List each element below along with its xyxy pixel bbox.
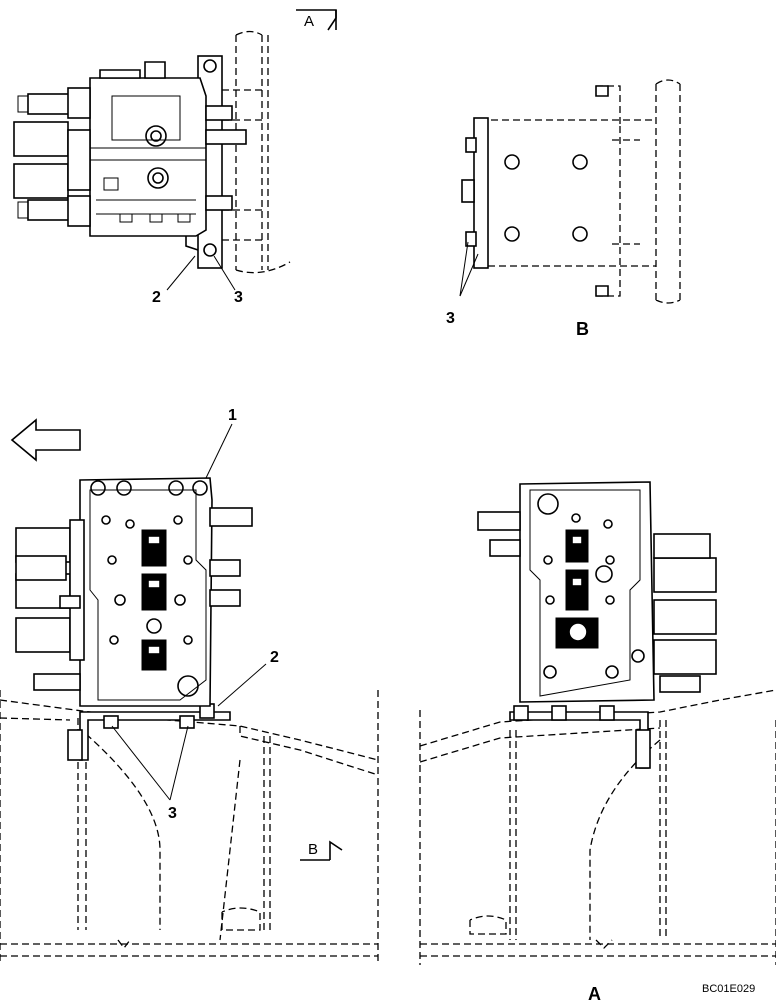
label-2-bottom: 2 (270, 649, 279, 666)
label-1: 1 (228, 407, 237, 424)
section-arrow-icon (300, 840, 343, 861)
label-2: 2 (152, 289, 161, 306)
bottom-left-valve-view: 1 2 3 B (0, 407, 379, 965)
label-3-bottom: 3 (168, 805, 177, 822)
view-b-title: B (576, 319, 589, 339)
section-label-B: B (308, 841, 318, 858)
label-3-b: 3 (446, 310, 455, 327)
view-b-detail: 3 B (446, 79, 681, 339)
label-3: 3 (234, 289, 243, 306)
view-a-title: A (588, 984, 601, 1000)
section-arrow-icon (296, 9, 337, 31)
view-a-detail: A BC01E029 (419, 481, 776, 1000)
left-arrow-icon (10, 418, 81, 462)
section-label-A: A (304, 13, 314, 30)
drawing-code: BC01E029 (702, 983, 755, 995)
bolt-grid (90, 480, 208, 697)
top-left-valve-view: 2 3 A (13, 9, 337, 306)
